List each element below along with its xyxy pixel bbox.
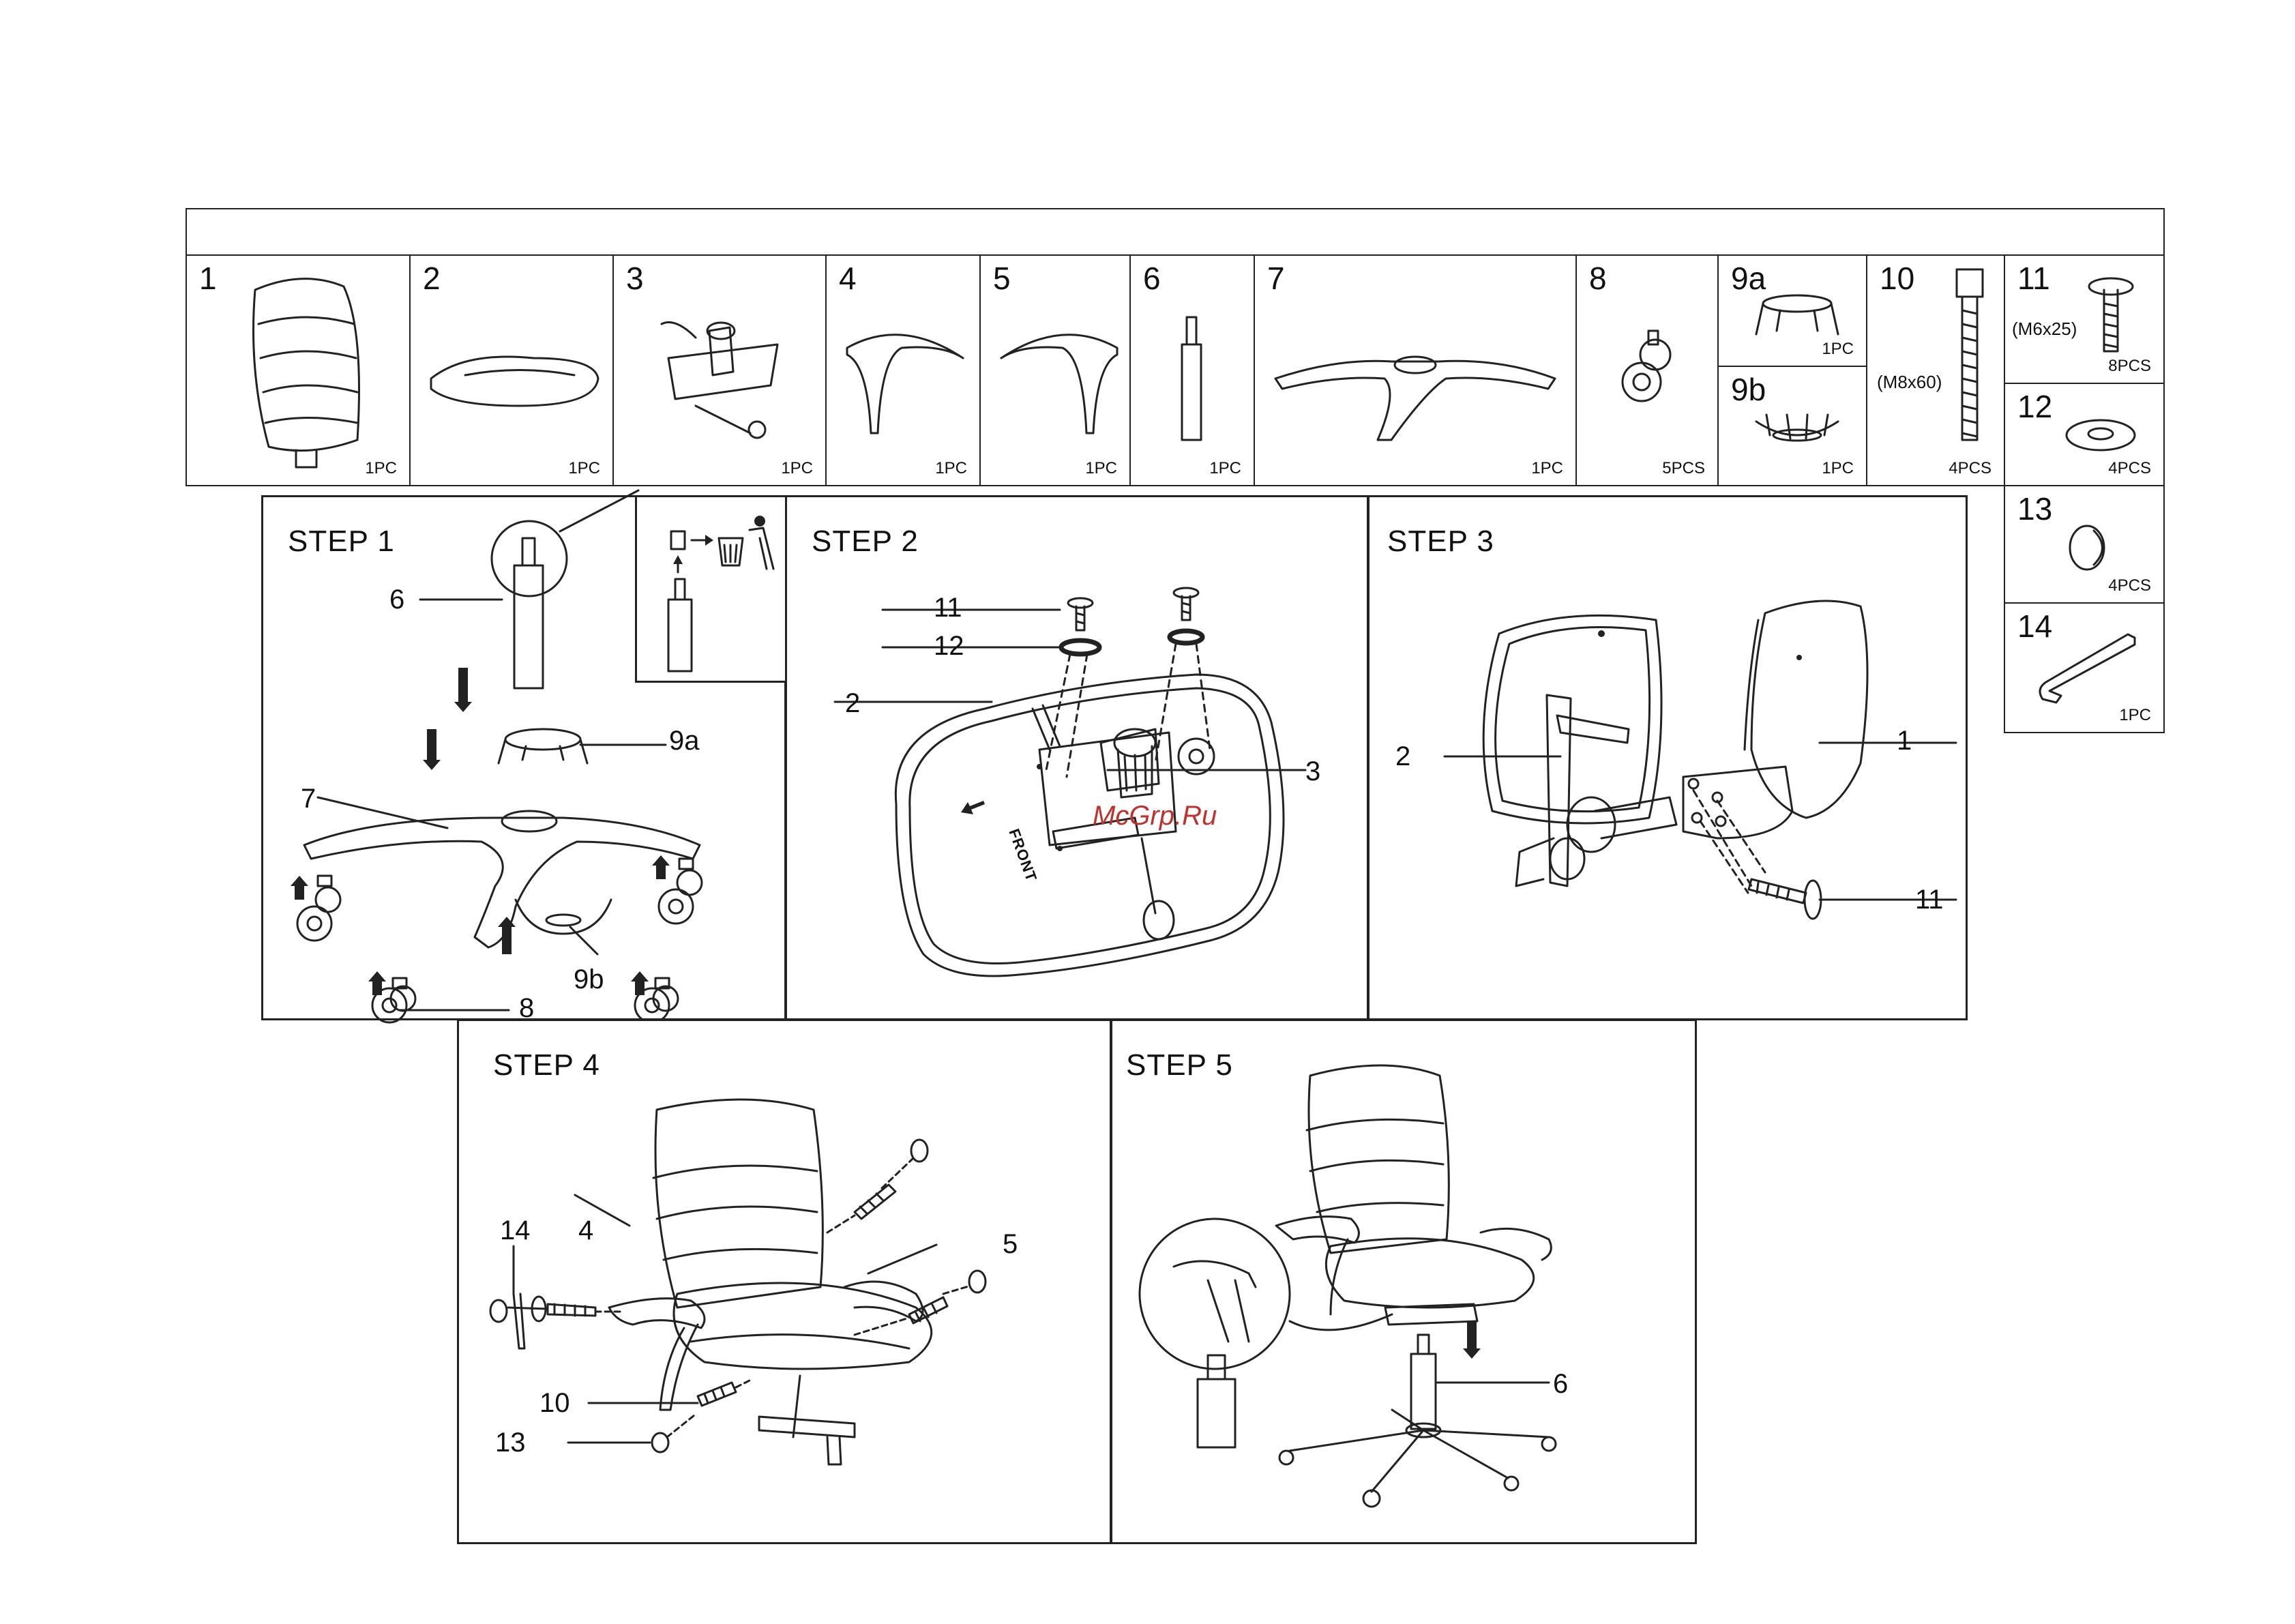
long-bolt-icon	[1953, 269, 1987, 447]
callout: 9b	[574, 964, 604, 995]
callout: 7	[301, 784, 316, 814]
part-qty: 1PC	[1209, 459, 1241, 478]
callout: 2	[845, 688, 860, 719]
callout: 4	[578, 1215, 593, 1246]
part-cell-9b: 9b 1PC	[1717, 366, 1867, 486]
part-number: 11	[2017, 260, 2050, 297]
part-cell-4: 4 1PC	[825, 254, 981, 486]
part-qty: 1PC	[935, 459, 967, 478]
part-cell-13: 13 4PCS	[2004, 485, 2165, 604]
part-qty: 1PC	[568, 459, 600, 478]
step-1-panel: STEP 1	[261, 495, 786, 1020]
step-4-assembly-drawing	[473, 1089, 1100, 1526]
header-bar	[186, 208, 2165, 256]
part-qty: 1PC	[1085, 459, 1117, 478]
part-number: 3	[626, 260, 644, 297]
part-cell-2: 2 1PC	[409, 254, 614, 486]
part-number: 4	[839, 260, 857, 297]
step-5-assembly-drawing	[1167, 1055, 1685, 1533]
part-number: 12	[2017, 388, 2052, 425]
caster-icon	[1618, 331, 1686, 413]
part-cell-11: 11 (M6x25) 8PCS	[2004, 254, 2165, 384]
part-cell-14: 14 1PC	[2004, 602, 2165, 733]
part-qty: 4PCS	[2108, 576, 2151, 595]
callout: 11	[934, 593, 962, 623]
part-cell-7: 7 1PC	[1254, 254, 1577, 486]
part-number: 13	[2017, 490, 2052, 527]
part-number: 10	[1880, 260, 1914, 297]
callout: 10	[539, 1388, 570, 1419]
callout: 9a	[669, 726, 700, 756]
seat-icon	[424, 338, 602, 419]
part-number: 1	[199, 260, 217, 297]
part-number: 2	[423, 260, 441, 297]
part-qty: 1PC	[1531, 459, 1563, 478]
callout: 13	[495, 1428, 526, 1458]
part-qty: 1PC	[1822, 340, 1854, 359]
callout: 2	[1395, 741, 1410, 772]
part-qty: 1PC	[365, 459, 397, 478]
backrest-icon	[228, 269, 378, 474]
step-label: STEP 3	[1387, 525, 1494, 559]
part-qty: 1PC	[781, 459, 813, 478]
base-cover-top-icon	[1753, 293, 1841, 341]
step-3-panel: STEP 3 2 1 11	[1367, 495, 1968, 1020]
callout: 11	[1915, 885, 1944, 915]
armrest-left-icon	[840, 317, 970, 440]
part-cell-12: 12 4PCS	[2004, 383, 2165, 486]
washer-icon	[2063, 415, 2138, 456]
gas-lift-icon	[1172, 310, 1213, 447]
callout: 6	[389, 585, 404, 615]
callout: 5	[1003, 1229, 1018, 1260]
part-cell-9a: 9a 1PC	[1717, 254, 1867, 367]
callout: 6	[1553, 1369, 1568, 1400]
step-5-panel: STEP 5 6	[1110, 1019, 1697, 1544]
part-cell-3: 3 1PC	[612, 254, 827, 486]
mechanism-icon	[655, 304, 791, 440]
part-cell-5: 5 1PC	[979, 254, 1131, 486]
part-qty: 4PCS	[2108, 459, 2151, 478]
step-1-assembly-drawing	[291, 518, 754, 1009]
bolt-cap-icon	[2063, 520, 2118, 575]
step-2-assembly-drawing	[814, 572, 1346, 1009]
part-number: 7	[1267, 260, 1285, 297]
part-qty: 1PC	[1822, 459, 1854, 478]
step-2-panel: STEP 2 FRONT 11 12 2 3 McGrp.Ru	[785, 495, 1369, 1020]
base-cover-bottom-icon	[1753, 408, 1841, 456]
step-4-panel: STEP 4 14 4 5 10 13	[457, 1019, 1112, 1544]
part-number: 6	[1143, 260, 1161, 297]
part-qty: 4PCS	[1949, 459, 1992, 478]
short-bolt-icon	[2084, 276, 2138, 365]
part-qty: 1PC	[2119, 706, 2151, 725]
part-number: 5	[993, 260, 1011, 297]
part-spec: (M8x60)	[1877, 372, 1942, 393]
callout: 1	[1897, 726, 1912, 756]
part-cell-10: 10 (M8x60) 4PCS	[1866, 254, 2005, 486]
part-cell-1: 1 1PC	[186, 254, 411, 486]
step-3-assembly-drawing	[1397, 593, 1956, 988]
part-number: 8	[1589, 260, 1607, 297]
part-cell-6: 6 1PC	[1129, 254, 1255, 486]
part-qty: 8PCS	[2108, 357, 2151, 376]
allen-key-icon	[2026, 631, 2142, 706]
callout: 14	[500, 1215, 531, 1246]
part-spec: (M6x25)	[2012, 319, 2077, 340]
part-qty: 5PCS	[1662, 459, 1705, 478]
callout: 3	[1305, 756, 1320, 787]
watermark: McGrp.Ru	[1093, 801, 1217, 831]
part-number: 9a	[1731, 260, 1766, 297]
part-cell-8: 8 5PCS	[1575, 254, 1719, 486]
star-base-icon	[1269, 331, 1562, 447]
step-label: STEP 2	[812, 525, 919, 559]
callout: 12	[934, 631, 964, 662]
part-number: 9b	[1731, 371, 1766, 408]
armrest-right-icon	[994, 317, 1124, 440]
step-label: STEP 4	[493, 1048, 600, 1082]
